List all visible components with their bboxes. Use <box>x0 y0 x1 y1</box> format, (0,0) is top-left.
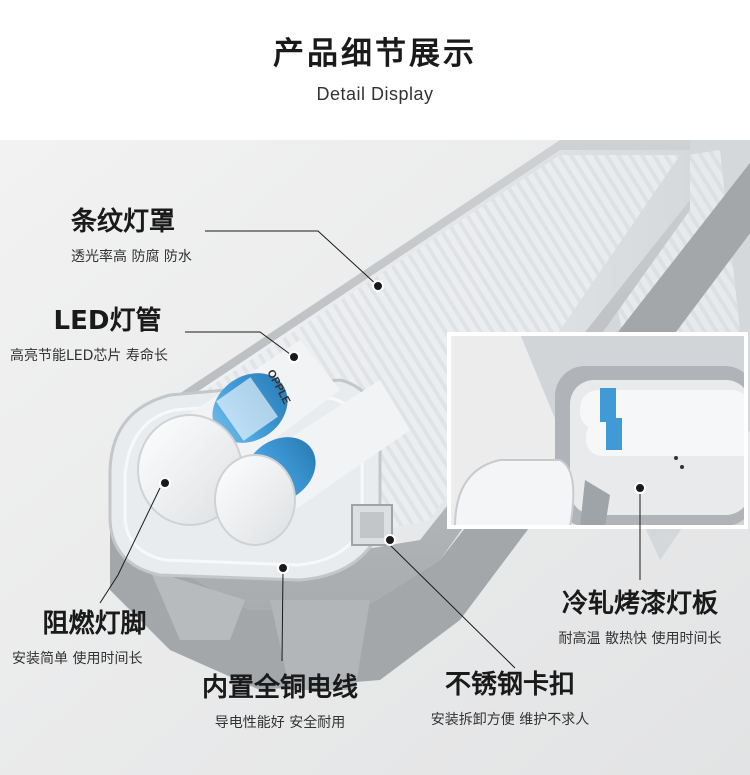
feature-clip-title: 不锈钢卡扣 <box>444 670 575 700</box>
feature-clip: 不锈钢卡扣 安装拆卸方便 维护不求人 <box>405 664 615 729</box>
feature-wire-desc: 导电性能好 安全耐用 <box>214 715 346 731</box>
feature-wire-title: 内置全铜电线 <box>201 673 358 703</box>
feature-tube-title: LED灯管 <box>53 306 162 336</box>
feature-panel: 冷轧烤漆灯板 耐高温 散热快 使用时间长 <box>534 583 746 648</box>
feature-holder: 阻燃灯脚 安装简单 使用时间长 <box>12 603 177 668</box>
feature-panel-desc: 耐高温 散热快 使用时间长 <box>558 631 722 647</box>
feature-clip-desc: 安装拆卸方便 维护不求人 <box>430 712 590 728</box>
feature-tube-desc: 高亮节能LED芯片 寿命长 <box>10 348 168 364</box>
feature-cover-title: 条纹灯罩 <box>71 207 176 237</box>
feature-wire: 内置全铜电线 导电性能好 安全耐用 <box>190 667 370 732</box>
feature-tube: LED灯管 高亮节能LED芯片 寿命长 <box>10 300 205 365</box>
page-subtitle: Detail Display <box>316 84 434 104</box>
feature-holder-title: 阻燃灯脚 <box>42 609 147 639</box>
feature-cover: 条纹灯罩 透光率高 防腐 防水 <box>71 201 192 266</box>
feature-panel-title: 冷轧烤漆灯板 <box>561 589 718 619</box>
page-title: 产品细节展示 <box>273 36 477 72</box>
feature-cover-desc: 透光率高 防腐 防水 <box>71 249 192 265</box>
feature-holder-desc: 安装简单 使用时间长 <box>12 651 143 667</box>
header: 产品细节展示 Detail Display <box>0 0 750 140</box>
product-photo: OPPLE <box>0 140 750 775</box>
